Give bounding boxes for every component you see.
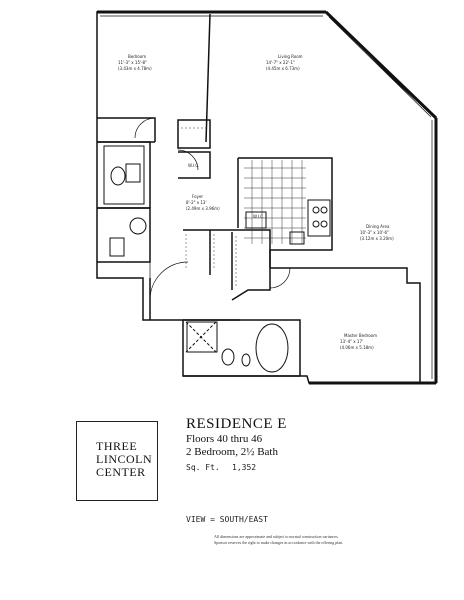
bedroom-2-dims: 11'-3" x 15'-8" (118, 60, 147, 65)
dining-dims: 10'-3" x 10'-6" (360, 230, 389, 235)
residence-bedrooms: 2 Bedroom, 2½ Bath (186, 446, 278, 458)
view-label: VIEW = SOUTH/EAST (186, 515, 268, 524)
foyer-dims: 8'-2" x 13' (186, 200, 207, 205)
residence-floors: Floors 40 thru 46 (186, 433, 263, 445)
kitchen-wic-label: W.I.C. (253, 214, 264, 219)
bedroom-2-metric: (3.43m x 4.78m) (118, 66, 152, 71)
master-bedroom-metric: (4.06m x 5.18m) (340, 345, 374, 350)
logo-line-3: CENTER (96, 465, 146, 479)
logo-line-2: LINCOLN (96, 452, 153, 466)
door-swings (134, 117, 291, 301)
floor-plan: Bedroom 11'-3" x 15'-8" (3.43m x 4.78m) … (96, 10, 438, 385)
logo-box (76, 421, 158, 501)
kitchen-counter (245, 199, 331, 245)
foyer-metric: (2.49m x 3.96m) (186, 206, 220, 211)
living-room-dims: 14'-7" x 22'-1" (266, 60, 295, 65)
kitchen-tile-grid (244, 160, 306, 244)
window-mullions (100, 15, 433, 379)
sqft-label: Sq. Ft. (186, 463, 220, 472)
foyer-name: Foyer (192, 194, 203, 199)
disclaimer-line-1: All dimensions are approximate and subje… (214, 534, 339, 539)
sqft-value: 1,352 (232, 463, 257, 472)
master-bedroom-name: Master Bedroom (344, 333, 377, 338)
master-bedroom-dims: 13'-4" x 17' (340, 339, 363, 344)
bath-fixtures (103, 145, 289, 373)
living-room-name: Living Room (278, 54, 303, 59)
residence-title: RESIDENCE E (186, 416, 287, 432)
disclaimer-line-2: Sponsor reserves the right to make chang… (214, 540, 344, 545)
closet-rods (181, 127, 237, 286)
wic-label: W.I.C. (188, 163, 199, 168)
window-walls (97, 10, 438, 385)
interior-walls (97, 13, 421, 383)
bedroom-2-name: Bedroom (128, 54, 146, 59)
dining-name: Dining Area (366, 224, 390, 229)
dining-metric: (3.12m x 3.20m) (360, 236, 394, 241)
living-room-metric: (4.45m x 6.73m) (266, 66, 300, 71)
logo-line-1: THREE (96, 439, 138, 453)
